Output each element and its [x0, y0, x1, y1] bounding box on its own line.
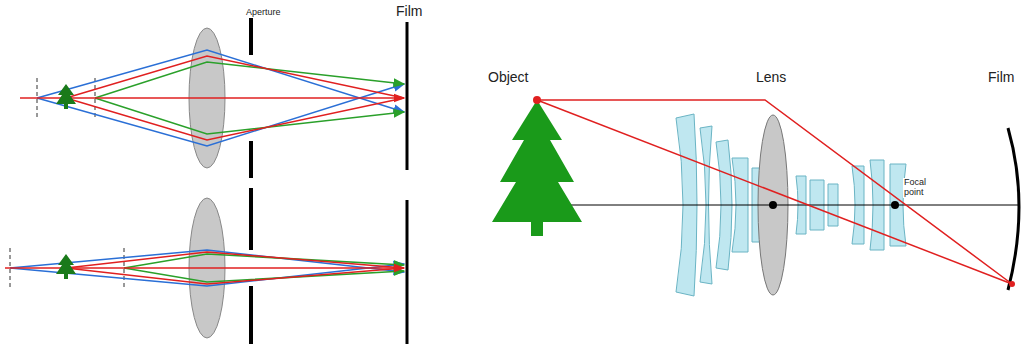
film-label: Film: [988, 70, 1014, 85]
object-label: Object: [488, 70, 528, 85]
aperture-label: Aperture: [246, 8, 281, 18]
focal-point-label: Focal point: [903, 178, 935, 198]
film-label: Film: [396, 4, 422, 19]
lens-label: Lens: [756, 70, 786, 85]
compound-lens-panel: [492, 96, 1020, 296]
narrow-aperture-panel: [5, 188, 407, 344]
wide-aperture-panel: [20, 18, 407, 178]
